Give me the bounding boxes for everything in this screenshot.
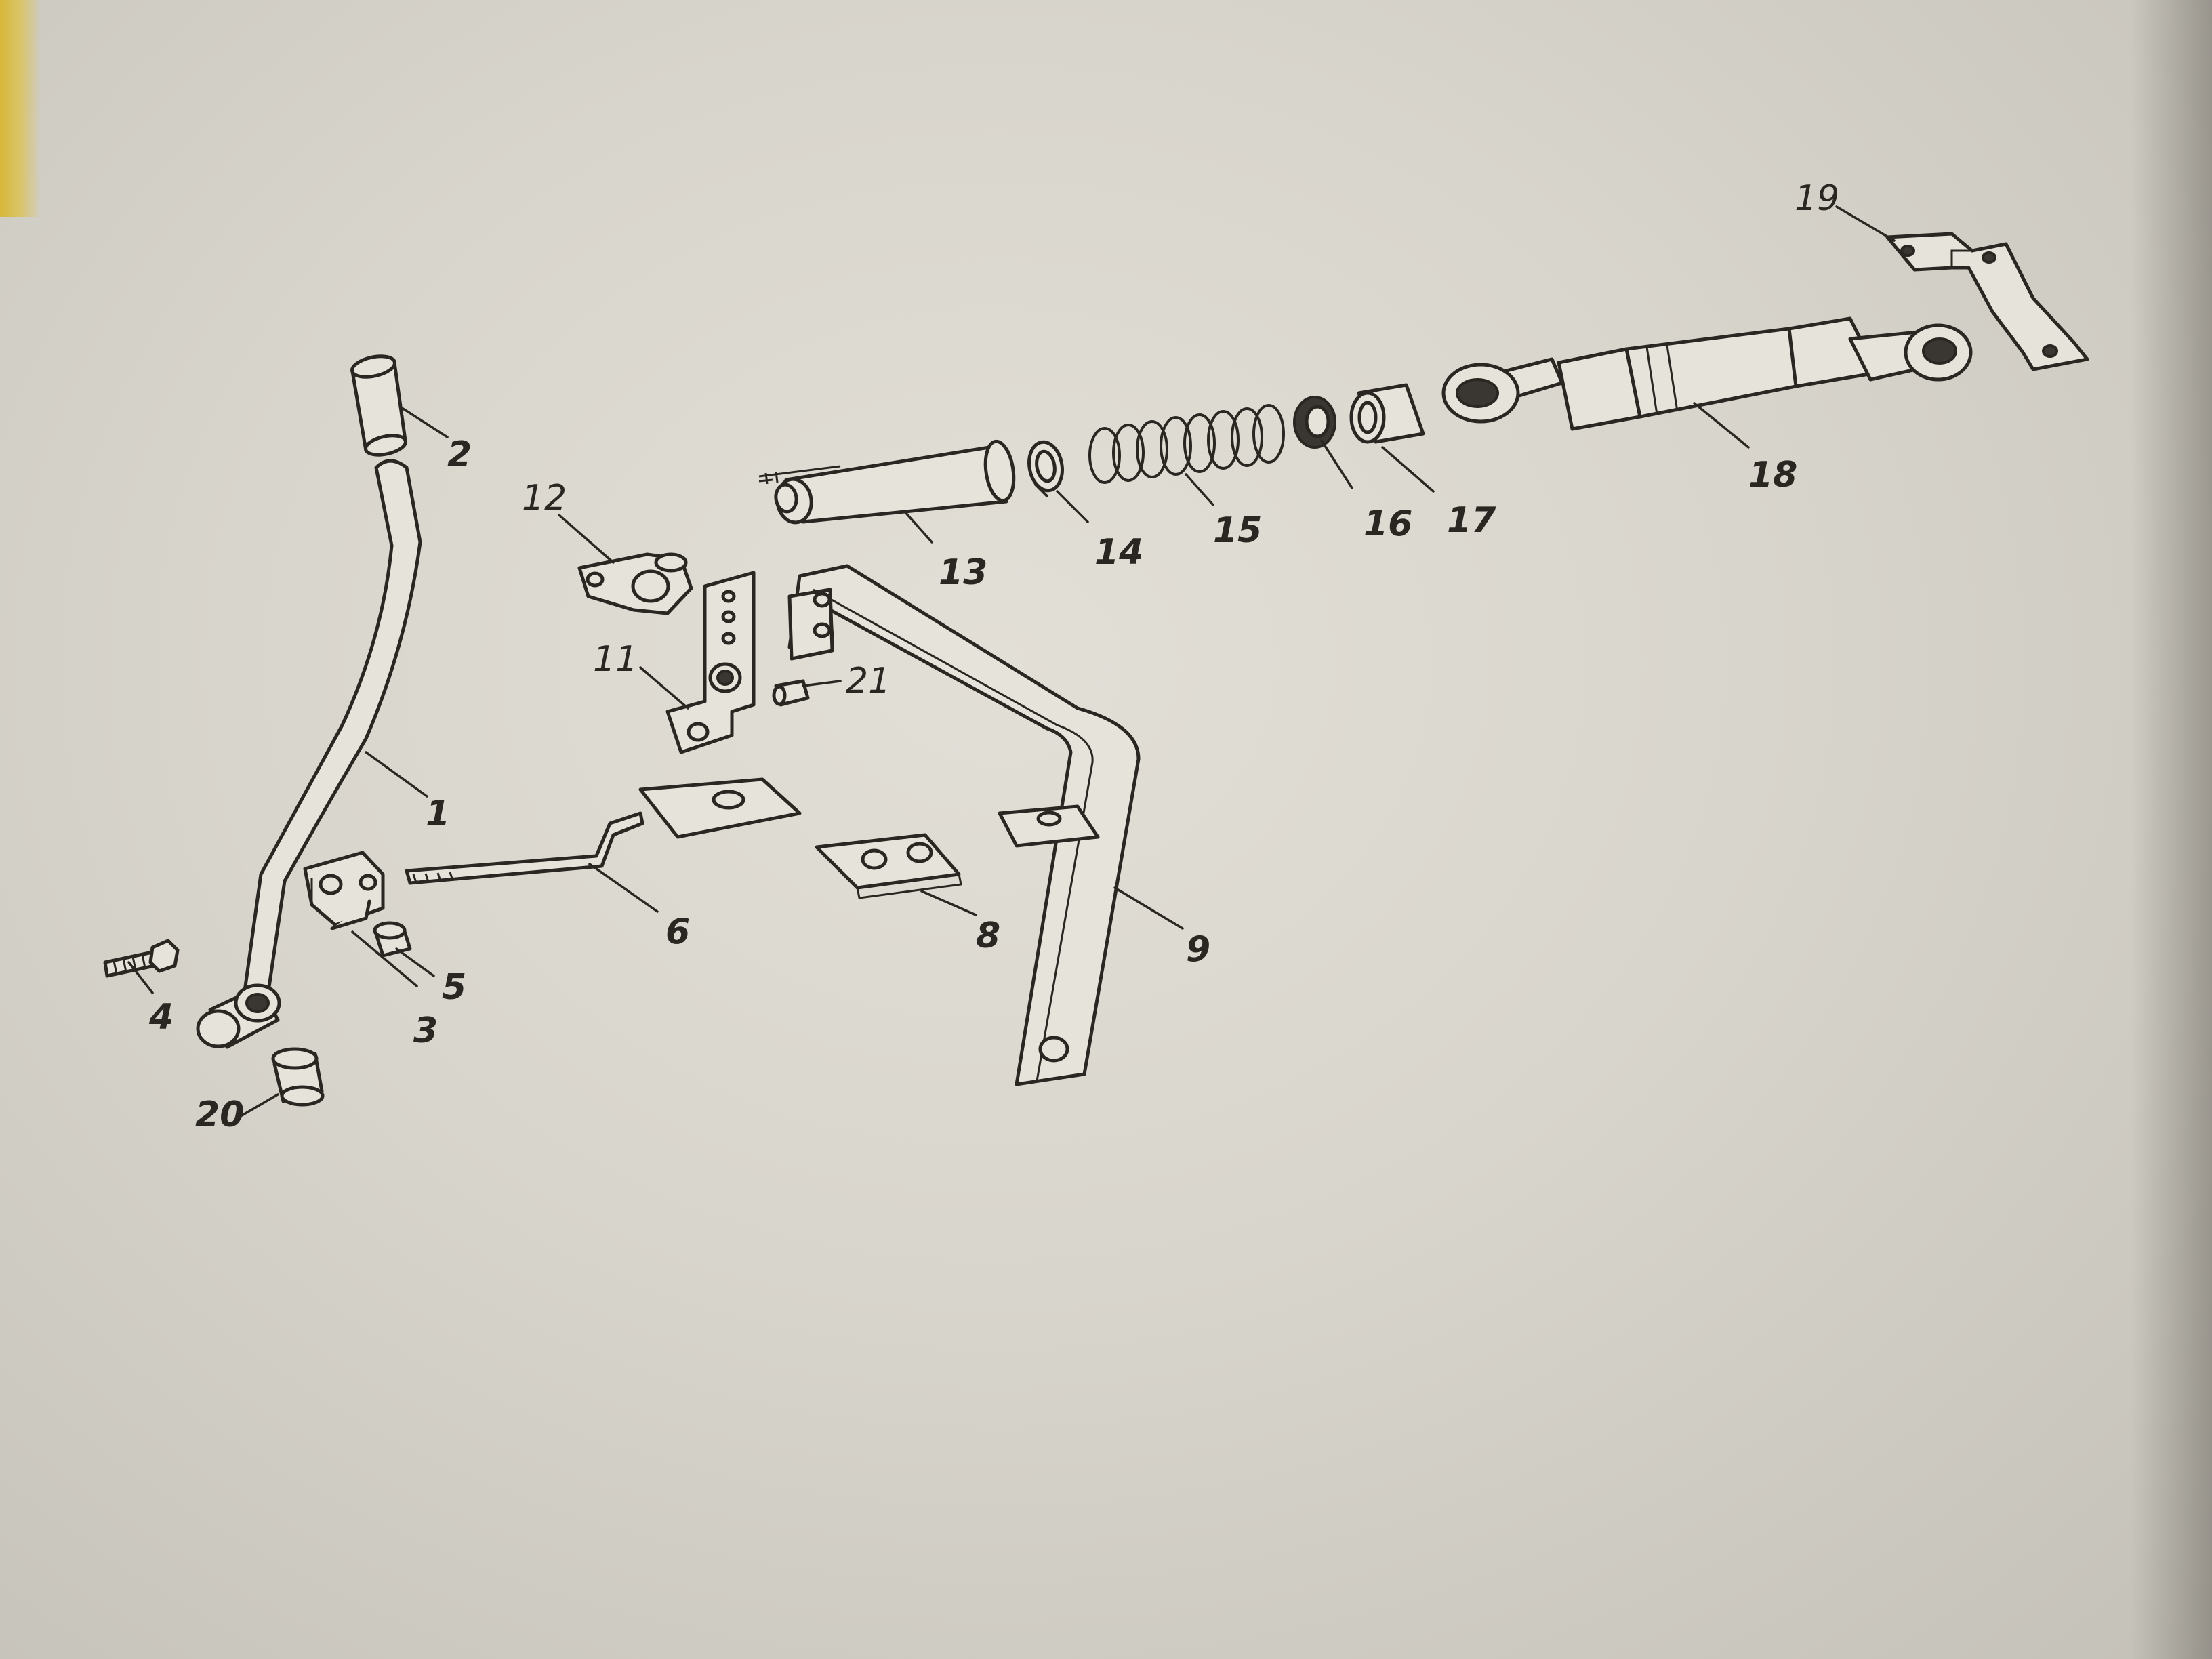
part-16-washer [1293, 396, 1336, 449]
part-2-sleeve [350, 354, 407, 457]
part-19-bracket [1885, 232, 2089, 371]
part-4-bolt [103, 939, 180, 978]
callout-6: 6 [665, 912, 690, 952]
part-18-damper [1441, 316, 1973, 431]
part-8-flat-plate [815, 833, 962, 899]
part-12-bracket [577, 552, 693, 615]
callout-13: 13 [939, 552, 987, 593]
part-3-clevis [303, 851, 385, 930]
part-21-pin [772, 679, 810, 707]
part-17-bushing [1349, 383, 1425, 444]
part-14-snap-ring [1027, 440, 1064, 497]
part-5-small-bushing [373, 921, 412, 958]
callout-21: 21 [846, 661, 890, 701]
callout-5: 5 [442, 967, 466, 1008]
callout-8: 8 [976, 916, 1000, 956]
callout-19: 19 [1795, 178, 1839, 219]
part-15-spring [1088, 404, 1285, 484]
callout-16: 16 [1364, 504, 1412, 544]
callout-15: 15 [1213, 510, 1262, 551]
callout-9: 9 [1186, 929, 1210, 970]
part-6-link-plate [405, 777, 802, 885]
callout-3: 3 [413, 1010, 438, 1051]
callout-1: 1 [426, 794, 450, 834]
part-1-rod-eye [196, 983, 281, 1049]
callout-17: 17 [1447, 500, 1496, 541]
callout-2: 2 [447, 434, 472, 475]
callout-labels: 1 2 3 4 5 6 8 9 11 12 13 14 15 16 17 18 … [148, 178, 1839, 1135]
part-13-tube [758, 439, 1016, 525]
book-spine-edge [0, 0, 41, 217]
callout-14: 14 [1094, 532, 1143, 573]
page-shadow [2131, 0, 2212, 1659]
part-20-bushing [271, 1047, 325, 1107]
callout-18: 18 [1748, 455, 1797, 495]
part-11-post [665, 571, 756, 754]
callout-4: 4 [148, 997, 173, 1038]
callout-20: 20 [195, 1094, 244, 1135]
part-1-lever-rod [196, 459, 422, 1049]
callout-11: 11 [593, 639, 638, 680]
callout-12: 12 [522, 478, 567, 518]
part-9-bracket [787, 564, 1141, 1086]
leader-lines [127, 205, 1896, 1120]
